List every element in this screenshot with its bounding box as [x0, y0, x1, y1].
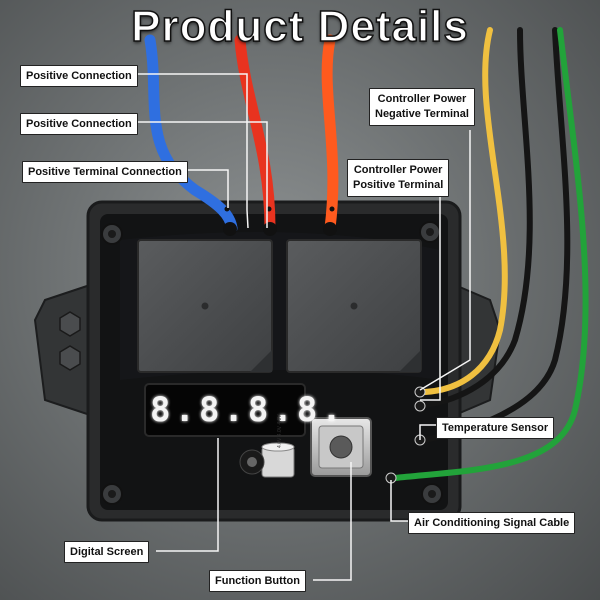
leader-lines	[130, 73, 471, 581]
digital-readout: 8.8.8.8.	[150, 390, 346, 430]
digital-screen	[144, 383, 306, 437]
label-temperature-sensor: Temperature Sensor	[436, 417, 555, 439]
relay-left	[137, 239, 273, 373]
relay-right	[286, 239, 422, 373]
label-controller-power-positive-line2: Positive Terminal	[353, 179, 444, 191]
yellow-wire	[422, 27, 508, 395]
label-positive-connection-1: Positive Connection	[20, 65, 138, 87]
blue-wire	[144, 34, 238, 234]
orange-wire	[321, 34, 339, 234]
label-controller-power-negative-line1: Controller Power	[377, 93, 467, 105]
label-function-button: Function Button	[209, 570, 306, 592]
red-wire	[234, 34, 276, 234]
label-air-conditioning-signal-cable: Air Conditioning Signal Cable	[408, 512, 576, 534]
label-controller-power-positive-line1: Controller Power	[353, 164, 443, 176]
capacitor-marking: 4.0V 4.0V 4.0V	[277, 414, 283, 448]
black-wire-1	[422, 27, 533, 408]
label-digital-screen: Digital Screen	[64, 541, 150, 563]
capacitor	[239, 442, 295, 478]
label-controller-power-negative-terminal: Controller Power Negative Terminal	[369, 88, 475, 126]
label-positive-connection-2: Positive Connection	[20, 113, 138, 135]
label-controller-power-negative-line2: Negative Terminal	[375, 108, 469, 120]
label-controller-power-positive-terminal: Controller Power Positive Terminal	[347, 159, 450, 197]
page-title: Product Details	[130, 1, 469, 52]
corner-screws	[101, 221, 443, 505]
function-button-part	[310, 417, 372, 477]
label-positive-terminal-connection: Positive Terminal Connection	[22, 161, 188, 183]
green-wire	[392, 27, 589, 481]
